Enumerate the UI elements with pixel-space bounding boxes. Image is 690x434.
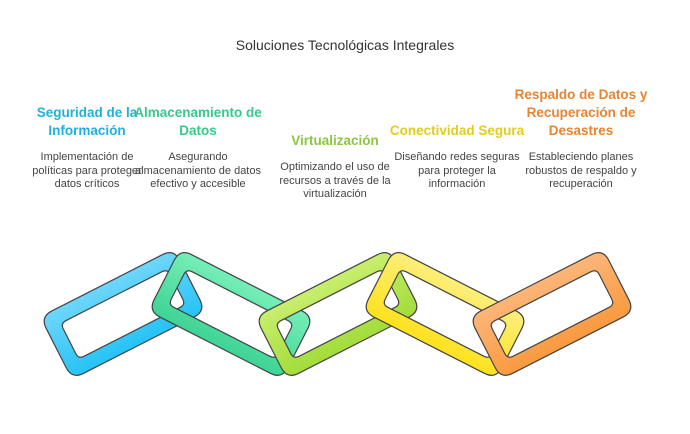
step-heading: Virtualización bbox=[291, 133, 379, 148]
step-description: Implementación de políticas para protege… bbox=[32, 151, 142, 190]
step-description: Diseñando redes seguras para proteger la… bbox=[394, 151, 520, 190]
step-description: Optimizando el uso de recursos a través … bbox=[279, 161, 391, 200]
step-description: Estableciendo planes robustos de respald… bbox=[525, 151, 637, 190]
step-heading: Seguridad de la Información bbox=[36, 105, 138, 138]
diagram-title: Soluciones Tecnológicas Integrales bbox=[235, 37, 455, 53]
step-heading: Conectividad Segura bbox=[389, 123, 525, 138]
step-description: Asegurando almacenamiento de datos efect… bbox=[135, 151, 261, 190]
step-heading: Respaldo de Datos y Recuperación de Desa… bbox=[514, 87, 648, 138]
chain-link-5 bbox=[472, 252, 632, 376]
step-heading: Almacenamiento de Datos bbox=[134, 105, 262, 138]
